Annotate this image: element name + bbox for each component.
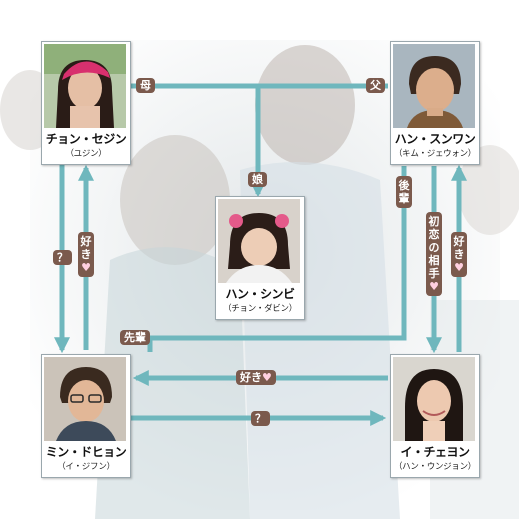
label-father: 父 [366,78,385,93]
label-senior: 後輩 [396,176,412,208]
name-shinbi: ハン・シンビ [225,287,295,301]
likes-text: 好き [453,235,465,261]
name-chaeyeon: イ・チェヨン [400,445,470,459]
name-dohyun: ミン・ドヒョン [45,445,127,459]
first-love-text: 初恋の相手 [428,215,440,280]
portrait-dohyun [44,357,126,441]
arrow-senior [147,166,407,352]
label-likes-right: 好き♥ [451,232,467,277]
reading-dohyun: （イ・ジフン） [57,462,115,472]
label-likes-left: 好き♥ [78,232,94,277]
heart-icon: ♥ [429,280,439,293]
name-sejin: チョン・セジン [45,132,127,146]
reading-chaeyeon: （ハン・ウンジョン） [393,462,476,472]
card-sejin: チョン・セジン （ユジン） [41,41,131,165]
label-unknown-left: ？ [53,250,72,265]
label-unknown-bottom: ？ [251,411,270,426]
label-likes-bottom: 好き♥ [236,370,276,385]
portrait-shinbi [218,199,300,283]
portrait-seungwan [393,44,475,128]
likes-text: 好き [240,371,262,384]
reading-shinbi: （チョン・ダビン） [223,304,297,314]
portrait-sejin [44,44,126,128]
likes-text: 好き [80,235,92,261]
card-chaeyeon: イ・チェヨン （ハン・ウンジョン） [390,354,480,478]
name-seungwan: ハン・スンワン [394,132,476,146]
reading-sejin: （ユジン） [65,149,107,159]
label-mother: 母 [136,78,155,93]
label-first-love: 初恋の相手♥ [426,212,442,296]
portrait-chaeyeon [393,357,475,441]
card-seungwan: ハン・スンワン （キム・ジェウォン） [390,41,480,165]
card-shinbi: ハン・シンビ （チョン・ダビン） [215,196,305,320]
label-daughter: 娘 [248,172,267,187]
reading-seungwan: （キム・ジェウォン） [393,149,476,159]
heart-icon: ♥ [454,261,464,274]
card-dohyun: ミン・ドヒョン （イ・ジフン） [41,354,131,478]
label-senpai: 先輩 [120,330,150,345]
heart-icon: ♥ [81,261,91,274]
heart-icon: ♥ [262,371,272,384]
